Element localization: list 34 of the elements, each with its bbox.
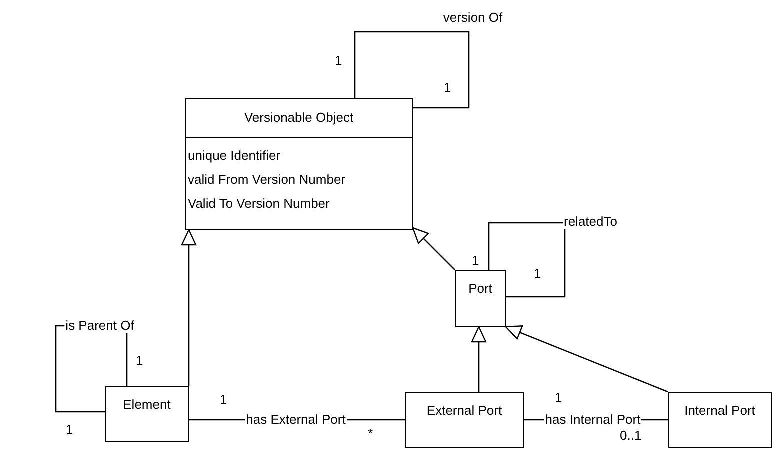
- class-name: Internal Port: [684, 403, 756, 418]
- attribute-text: unique Identifier: [188, 147, 282, 165]
- multiplicity-label: 1: [66, 422, 74, 437]
- class-box: [668, 392, 772, 448]
- generalization-arrow: [412, 227, 456, 270]
- edge-label: has External Port: [245, 412, 347, 427]
- multiplicity-label: *: [368, 426, 374, 441]
- association-loop: [354, 31, 470, 109]
- class-name: Versionable Object: [244, 109, 354, 128]
- generalization-arrow: [181, 229, 197, 386]
- class-name: External Port: [426, 403, 502, 418]
- edge-label: is Parent Of: [64, 318, 136, 333]
- multiplicity-label: 1: [472, 253, 480, 268]
- generalization-arrow: [505, 326, 668, 393]
- attribute-text: Valid To Version Number: [188, 195, 331, 213]
- class-box: [455, 270, 506, 327]
- edge-label: version Of: [442, 10, 504, 25]
- multiplicity-label: 1: [444, 80, 452, 95]
- multiplicity-label: 1: [136, 353, 144, 368]
- association-loop: [488, 222, 566, 298]
- attribute-text: valid From Version Number: [188, 171, 346, 189]
- multiplicity-label: 1: [335, 53, 342, 68]
- edge-label: relatedTo: [563, 214, 618, 229]
- generalization-arrow: [471, 326, 487, 392]
- class-box: [105, 386, 189, 442]
- class-name: Element: [123, 397, 171, 412]
- edge-label: has Internal Port: [544, 412, 642, 427]
- multiplicity-label: 1: [534, 266, 542, 281]
- class-box: [185, 98, 413, 230]
- multiplicity-label: 0..1: [620, 428, 642, 443]
- class-name: Port: [468, 281, 492, 296]
- multiplicity-label: 1: [555, 390, 562, 405]
- class-box: [405, 392, 524, 448]
- multiplicity-label: 1: [220, 392, 228, 407]
